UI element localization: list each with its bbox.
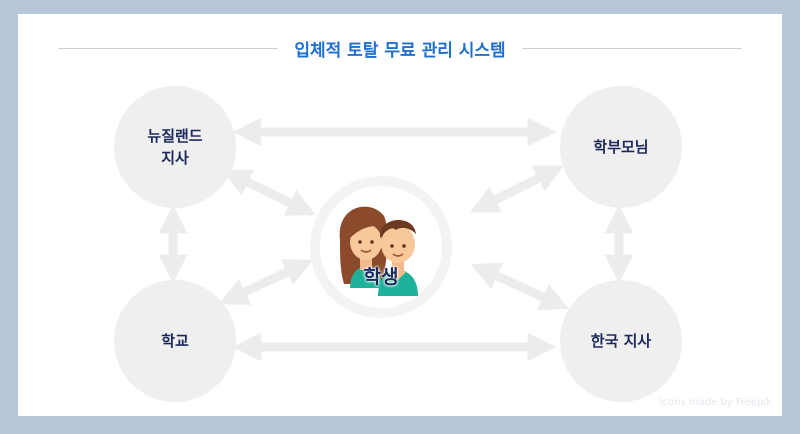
double-arrow-icon	[470, 262, 570, 311]
diagram-title: 입체적 토탈 무료 관리 시스템	[294, 40, 506, 61]
icon-credit: Icons made by Freepik	[659, 397, 772, 408]
double-arrow-icon	[218, 259, 314, 305]
title-bar: 입체적 토탈 무료 관리 시스템	[58, 38, 743, 61]
node-school: 학교	[114, 280, 236, 402]
students-illustration	[339, 206, 418, 296]
node-parents: 학부모님	[560, 86, 682, 208]
title-line-left	[58, 47, 279, 49]
node-korea-branch: 한국 지사	[560, 280, 682, 402]
node-korea-branch-label: 한국 지사	[590, 332, 652, 350]
node-nz-branch-label: 뉴질랜드 지사	[147, 125, 202, 169]
node-nz-branch-line2: 지사	[161, 149, 189, 167]
double-arrow-icon	[470, 165, 564, 213]
connector-arrows	[158, 117, 634, 362]
node-student: 학생	[310, 176, 452, 318]
node-parents-label: 학부모님	[593, 138, 649, 156]
student-boy-icon	[378, 219, 418, 296]
node-nz-branch-line1: 뉴질랜드	[147, 127, 203, 145]
student-girl-icon	[339, 206, 388, 288]
diagram-card: 입체적 토탈 무료 관리 시스템 뉴질랜드 지사 학부모님 학교	[18, 14, 782, 416]
node-student-label: 학생	[363, 266, 399, 288]
node-school-label: 학교	[161, 332, 189, 350]
double-arrow-icon	[222, 169, 316, 216]
node-nz-branch: 뉴질랜드 지사	[114, 86, 236, 208]
title-line-right	[521, 47, 743, 49]
